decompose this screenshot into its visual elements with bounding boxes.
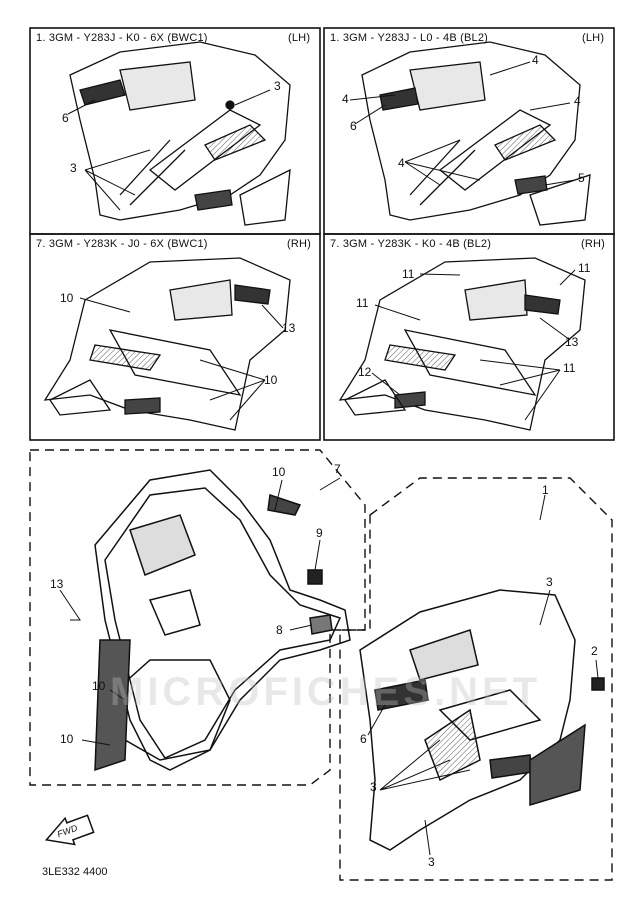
panel-frame-1	[29, 27, 321, 235]
callout: 5	[578, 171, 585, 185]
callout: 13	[282, 321, 296, 335]
panel-2-code: 1. 3GM - Y283J - L0 - 4B (BL2)	[330, 32, 489, 44]
panel-frame-4	[323, 233, 615, 441]
callout: 4	[574, 94, 581, 108]
callout: 6	[360, 732, 367, 746]
panel-4-side: (RH)	[581, 238, 606, 250]
callout: 4	[342, 92, 349, 106]
callout: 8	[276, 623, 283, 637]
panel-2-side: (LH)	[582, 32, 605, 44]
callout: 3	[546, 575, 553, 589]
inner-panel-rh-assembly	[94, 469, 351, 772]
assembly-outlines	[29, 449, 613, 881]
callout: 3	[274, 79, 281, 93]
callout: 11	[563, 361, 576, 375]
panel-4-code: 7. 3GM - Y283K - K0 - 4B (BL2)	[330, 238, 492, 250]
callout: 10	[92, 679, 106, 693]
callout: 1	[542, 483, 549, 497]
callout: 4	[532, 53, 539, 67]
fairing-rh-drawing-3	[43, 257, 291, 431]
leader-lines-assemblies	[59, 477, 599, 856]
callout: 3	[70, 161, 77, 175]
panel-frame-2	[323, 27, 615, 235]
callout: 6	[350, 119, 357, 133]
callout: 11	[356, 296, 369, 310]
fwd-arrow-icon	[44, 814, 95, 846]
watermark: MICROFICHES.NET	[110, 670, 542, 714]
callout: 6	[62, 111, 69, 125]
callout: 4	[398, 156, 405, 170]
callout: 10	[272, 465, 286, 479]
callout: 13	[50, 577, 64, 591]
panel-1-side: (LH)	[288, 32, 311, 44]
panel-frame-3	[29, 233, 321, 441]
callout: 10	[60, 291, 74, 305]
callout: 11	[402, 267, 415, 281]
panel-1-code: 1. 3GM - Y283J - K0 - 6X (BWC1)	[36, 32, 208, 44]
callout: 9	[316, 526, 323, 540]
callout: 12	[358, 365, 372, 379]
outer-panel-lh-assembly	[359, 589, 605, 851]
fairing-lh-drawing-1	[69, 41, 291, 226]
leader-lines-panels	[67, 61, 576, 421]
callout: 10	[264, 373, 278, 387]
footer-code: 3LE332 4400	[42, 866, 108, 878]
callout: 3	[370, 780, 377, 794]
callout: 7	[334, 462, 341, 476]
callout: 11	[578, 261, 591, 275]
fairing-rh-drawing-4	[338, 257, 586, 431]
panel-3-code: 7. 3GM - Y283K - J0 - 6X (BWC1)	[36, 238, 208, 250]
callout: 3	[428, 855, 435, 869]
callout: 10	[60, 732, 74, 746]
callout: 13	[565, 335, 579, 349]
panel-3-side: (RH)	[287, 238, 312, 250]
callout: 2	[591, 644, 598, 658]
fairing-lh-drawing-2	[361, 41, 591, 226]
